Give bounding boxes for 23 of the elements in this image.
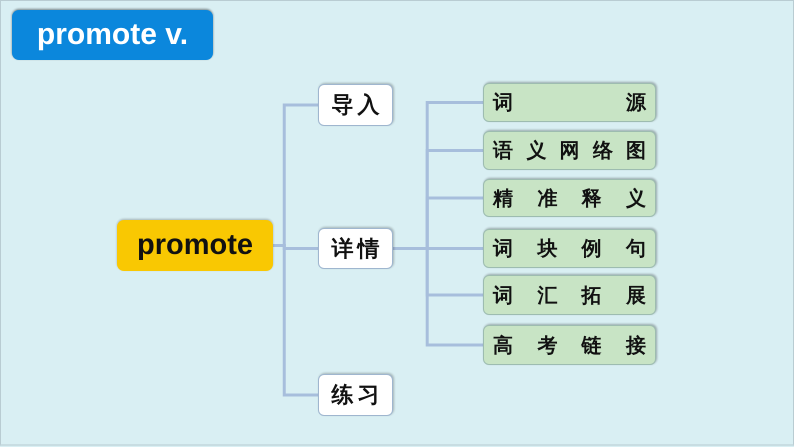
- topic-text: 练习: [332, 381, 384, 409]
- topic-text: 词汇拓展: [493, 284, 646, 308]
- topic-text: 导入: [332, 91, 384, 119]
- topic-text: promote: [137, 229, 253, 262]
- topic-box: [318, 84, 393, 126]
- subtopic-box: [483, 229, 656, 268]
- topic-text: 词块例句: [493, 237, 646, 262]
- topic-text: 高考链接: [493, 334, 646, 358]
- root-topic-box: [117, 220, 273, 271]
- topic-text: 词源: [493, 91, 646, 116]
- subtopic-box: [483, 83, 656, 122]
- subtopic-box: [483, 325, 656, 365]
- topic-text: 详情: [332, 234, 384, 262]
- topic-box: [318, 374, 393, 416]
- topic-text: 精准释义: [493, 186, 646, 212]
- subtopic-box: [483, 275, 656, 315]
- subtopic-box: [483, 179, 656, 217]
- connector-line: [393, 247, 483, 346]
- title-banner: promote v.: [12, 10, 213, 60]
- connector-line: [273, 244, 318, 396]
- subtopic-box: [483, 131, 656, 170]
- topic-box: [318, 228, 393, 269]
- topic-text: 语义网络图: [493, 138, 646, 164]
